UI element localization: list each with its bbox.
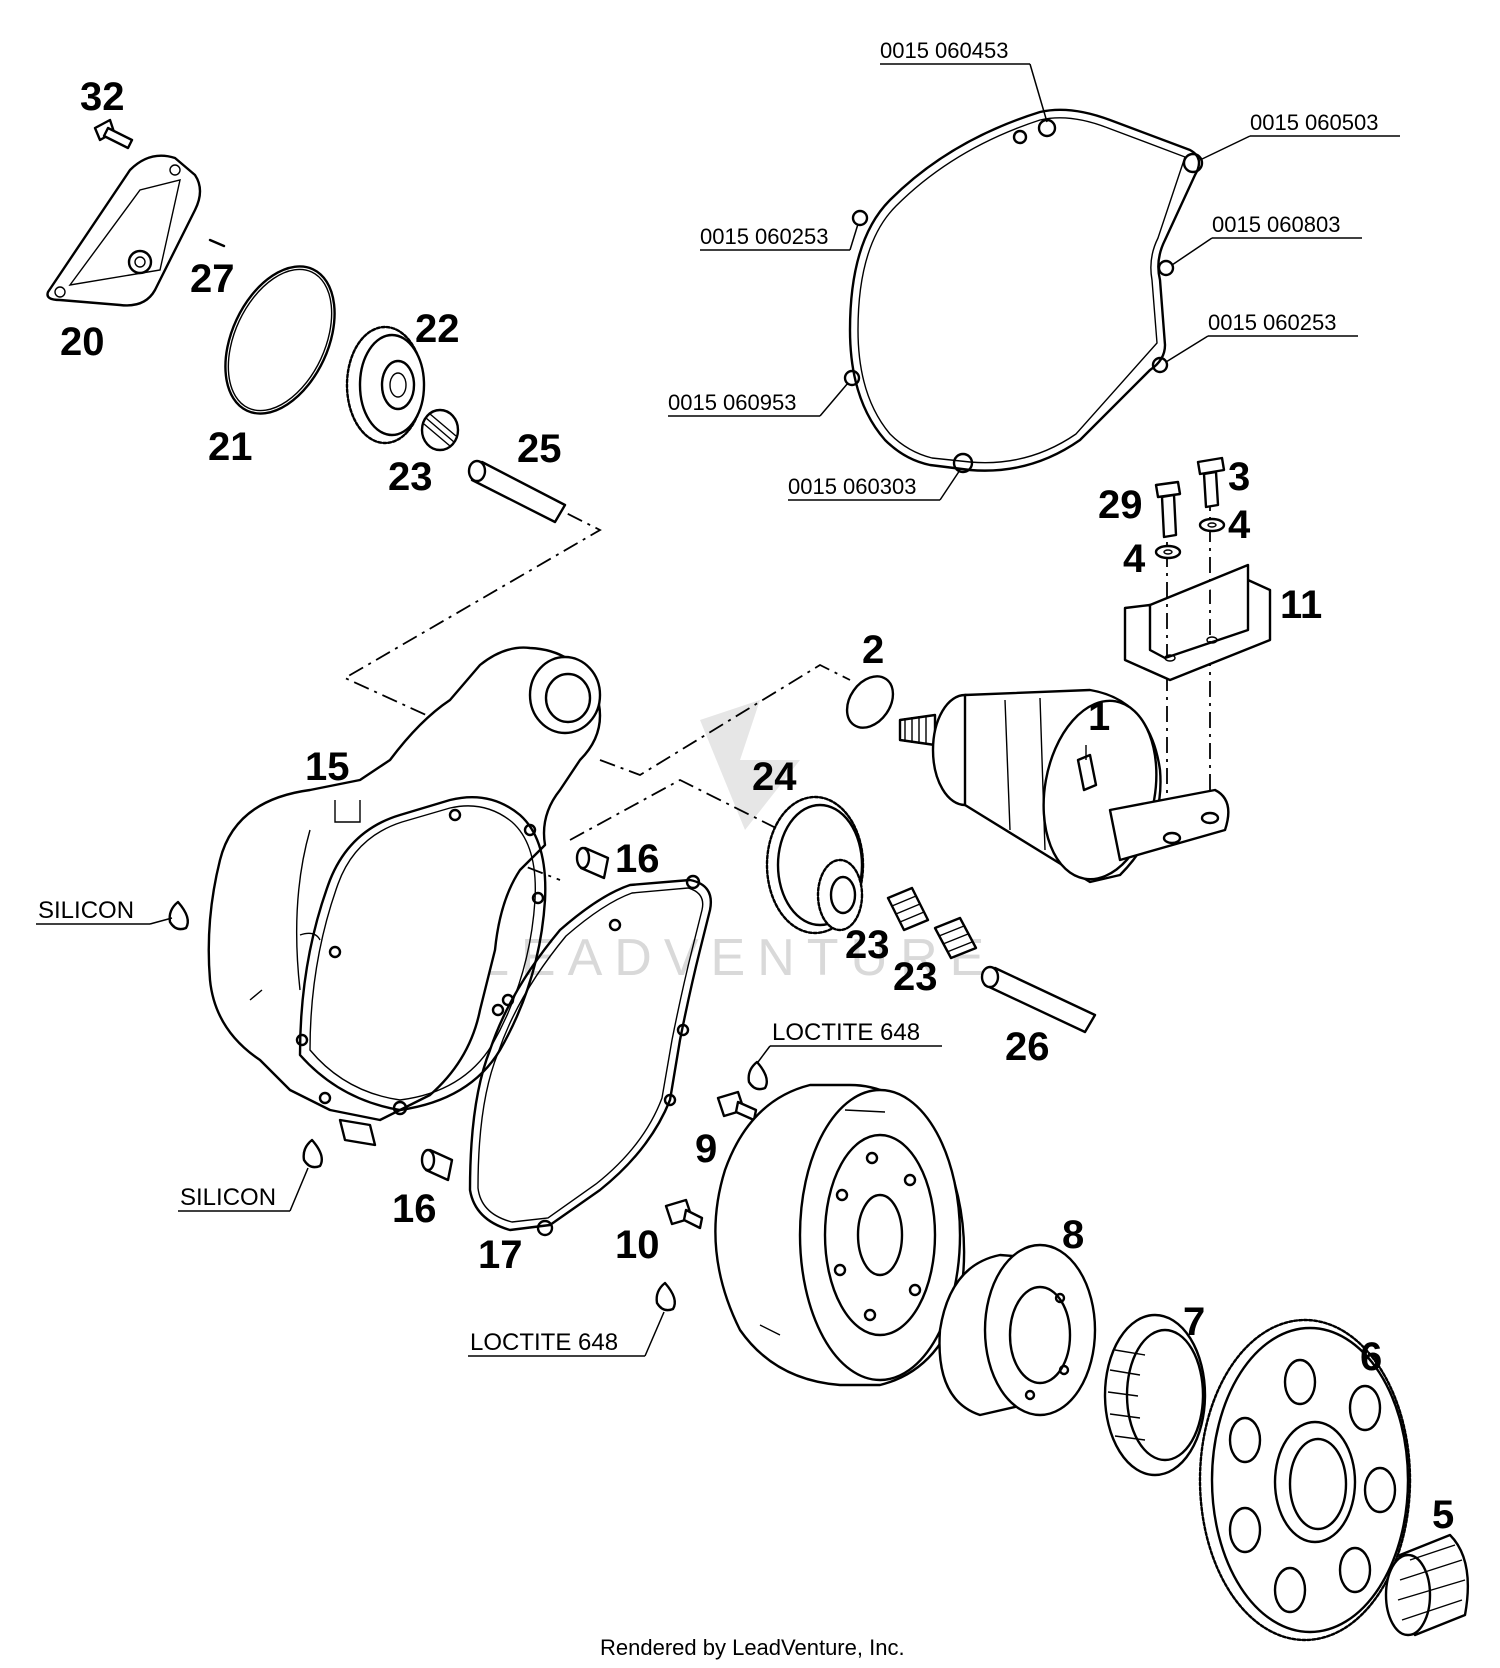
bolt-part-32: [93, 118, 134, 150]
gasket-code-7: 0015 060303: [788, 474, 916, 499]
callout-24: 24: [752, 755, 797, 799]
needle-bearing-part-23-right: [933, 916, 978, 960]
note-loctite-bottom: LOCTITE 648: [470, 1329, 618, 1356]
callout-10: 10: [615, 1223, 660, 1267]
dowel-part-16-bottom: [420, 1148, 454, 1182]
sealant-drop-loctite-bottom: [655, 1281, 676, 1312]
pin-part-26: [980, 965, 1097, 1034]
freewheel-housing-part-8: [938, 1243, 1097, 1417]
note-loctite-top: LOCTITE 648: [772, 1019, 920, 1046]
callout-1: 1: [1088, 695, 1110, 739]
gasket-code-4: 0015 060803: [1212, 212, 1340, 237]
freewheel-part-7: [1103, 1313, 1207, 1477]
note-silicon-bottom: SILICON: [180, 1184, 276, 1211]
needle-bearing-part-23-left: [886, 886, 930, 932]
sealant-notes: SILICON SILICON LOCTITE 648 LOCTITE 648: [36, 897, 942, 1357]
callout-26: 26: [1005, 1025, 1050, 1069]
callout-numbers: 32 27 20 21 22 23 25 3 29 4 4 11 2 1 15 …: [60, 75, 1454, 1537]
gasket-code-5: 0015 060253: [1208, 310, 1336, 335]
callout-3: 3: [1228, 455, 1250, 499]
bolt-part-3: [1196, 456, 1226, 509]
o-ring-part-21: [224, 265, 336, 415]
dowel-part-16-top: [575, 846, 610, 880]
note-silicon-top: SILICON: [38, 897, 134, 924]
callout-17: 17: [478, 1233, 523, 1277]
ignition-cover-gasket: [843, 108, 1204, 474]
pin-part-27: [208, 238, 226, 248]
callout-23-left: 23: [845, 923, 890, 967]
callout-29: 29: [1098, 483, 1143, 527]
gasket-code-2: 0015 060503: [1250, 110, 1378, 135]
bracket-part-11: [1123, 563, 1272, 682]
callout-9: 9: [695, 1127, 717, 1171]
gasket-code-labels: 0015 060453 0015 060503 0015 060253 0015…: [668, 38, 1400, 501]
bolt-part-9: [716, 1090, 758, 1122]
callout-32: 32: [80, 75, 125, 119]
callout-4-left: 4: [1123, 537, 1146, 581]
o-ring-part-2: [845, 675, 895, 729]
sealant-drop-loctite-top: [747, 1060, 768, 1091]
washer-part-4-right: [1198, 517, 1226, 533]
callout-27: 27: [190, 257, 235, 301]
rotor-flywheel: [714, 1083, 966, 1387]
callout-5: 5: [1432, 1493, 1454, 1537]
callout-23-top: 23: [388, 455, 433, 499]
callout-7: 7: [1183, 1300, 1205, 1344]
footer-credit: Rendered by LeadVenture, Inc.: [600, 1635, 905, 1660]
idler-gear-part-6: [1198, 1318, 1412, 1642]
generator-cover-part-15: [207, 646, 602, 1147]
callout-21: 21: [208, 425, 253, 469]
pin-part-25: [467, 459, 567, 524]
callout-16-top: 16: [615, 837, 660, 881]
gasket-code-6: 0015 060953: [668, 390, 796, 415]
callout-11: 11: [1280, 583, 1322, 627]
gasket-part-17: [468, 874, 712, 1237]
callout-4-right: 4: [1228, 503, 1251, 547]
gasket-code-1: 0015 060453: [880, 38, 1008, 63]
gear-part-22: [345, 325, 426, 445]
callout-6: 6: [1360, 1335, 1382, 1379]
bolt-part-29: [1154, 480, 1182, 539]
callout-25: 25: [517, 427, 562, 471]
pump-cover-part-20: [46, 154, 202, 307]
sealant-drop-silicon-bottom: [302, 1138, 323, 1169]
gear-part-24: [765, 795, 865, 935]
callout-16-bottom: 16: [392, 1187, 437, 1231]
needle-bearing-part-5: [1384, 1533, 1470, 1637]
starter-motor-part-1: [898, 688, 1230, 884]
gasket-code-3: 0015 060253: [700, 224, 828, 249]
callout-8: 8: [1062, 1213, 1084, 1257]
bolt-part-10: [664, 1198, 704, 1230]
callout-22: 22: [415, 307, 460, 351]
callout-23-right: 23: [893, 955, 938, 999]
needle-bearing-part-23-top: [420, 408, 460, 452]
washer-part-4-left: [1154, 544, 1182, 560]
callout-15: 15: [305, 745, 350, 789]
callout-20: 20: [60, 320, 105, 364]
callout-2: 2: [862, 628, 884, 672]
sealant-drop-silicon-top: [168, 900, 189, 931]
